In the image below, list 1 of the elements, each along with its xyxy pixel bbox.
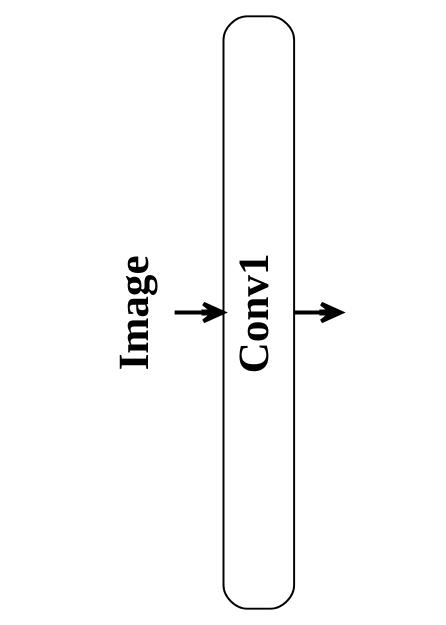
node-text: Image: [110, 255, 158, 370]
